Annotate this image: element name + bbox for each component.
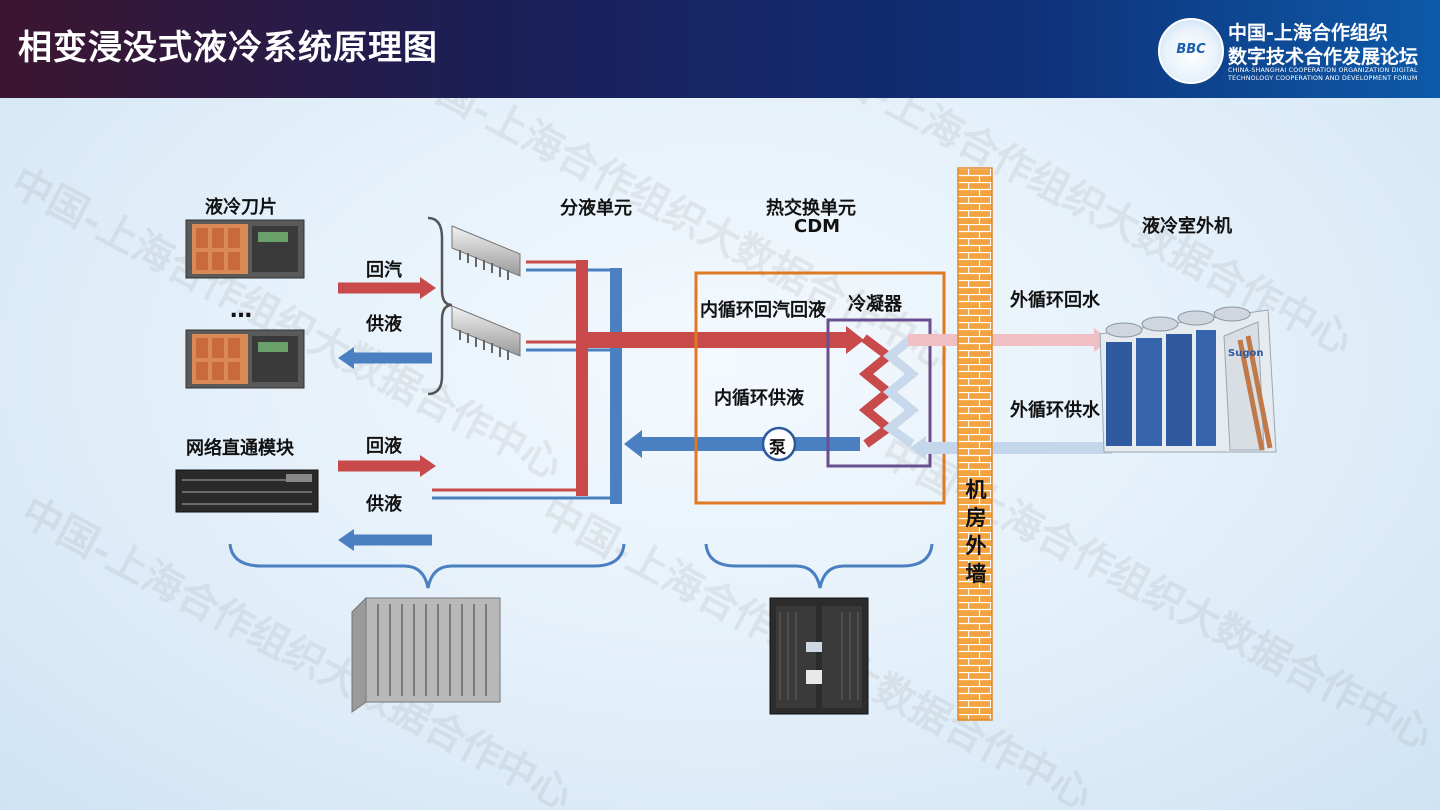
ellipsis-label: …	[230, 298, 252, 323]
network-module-label: 网络直通模块	[186, 438, 294, 459]
inner-supply-arrowhead	[624, 430, 642, 458]
return-vapor-label: 回汽	[366, 260, 402, 281]
inner-supply-label: 内循环供液	[714, 388, 804, 409]
bottom-brace-left	[228, 543, 626, 589]
thin-pipes	[432, 260, 616, 500]
heat-exchange-unit-label: 热交换单元	[766, 198, 856, 219]
wall-label-char: 外	[965, 534, 987, 558]
wall-label-char: 房	[965, 506, 987, 530]
return-liquid-label: 回液	[366, 436, 402, 457]
distribution-unit-label: 分液单元	[560, 198, 632, 219]
red-header-pipe	[576, 260, 588, 496]
blue-header-pipe	[610, 268, 622, 504]
inner-return-arrowhead	[846, 326, 864, 354]
network-module-image	[175, 469, 319, 513]
logo-subtitle-line1: CHINA-SHANGHAI COOPERATION ORGANIZATION …	[1228, 67, 1418, 74]
outer-supply-label: 外循环供水	[1010, 400, 1100, 421]
liquid-blade-image	[185, 219, 305, 279]
return-vapor-arrowhead	[420, 277, 436, 299]
liquid-blade-image	[185, 329, 305, 389]
bottom-brace-right	[704, 543, 934, 589]
logo-subtitle-line2: TECHNOLOGY COOPERATION AND DEVELOPMENT F…	[1228, 75, 1418, 82]
header-bar: 相变浸没式液冷系统原理图 BBC 中国-上海合作组织 数字技术合作发展论坛 CH…	[0, 0, 1440, 98]
page-title: 相变浸没式液冷系统原理图	[18, 28, 438, 68]
wall-label-char: 机	[965, 478, 987, 502]
machine-room-wall	[957, 167, 993, 721]
cdm-label: CDM	[794, 216, 841, 237]
condenser-box	[826, 318, 932, 468]
cdm-box	[694, 271, 946, 505]
outdoor-unit-brand: Sugon	[1228, 348, 1263, 359]
supply-liquid-label: 供液	[366, 314, 402, 335]
manifold-brace	[427, 216, 453, 396]
blade-label: 液冷刀片	[205, 197, 277, 218]
pump-icon	[761, 426, 797, 462]
outer-return-label: 外循环回水	[1010, 290, 1100, 311]
return-liquid-arrowhead	[420, 455, 436, 477]
outer-supply-arrowhead	[910, 436, 926, 460]
forum-logo: BBC 中国-上海合作组织 数字技术合作发展论坛 CHINA-SHANGHAI …	[1156, 12, 1426, 88]
distribution-manifold-image	[451, 225, 521, 360]
condenser-label: 冷凝器	[848, 294, 902, 315]
inner-return-label: 内循环回汽回液	[700, 300, 826, 321]
condenser-cold-coil	[882, 334, 920, 448]
logo-badge-text: BBC	[1176, 42, 1206, 57]
cdm-cabinet-image	[769, 597, 869, 715]
outdoor-unit-image	[1099, 306, 1277, 453]
logo-title-line2: 数字技术合作发展论坛	[1228, 46, 1419, 68]
wall-label-char: 墙	[965, 562, 987, 586]
logo-title-line1: 中国-上海合作组织	[1228, 22, 1388, 44]
supply-liquid-arrowhead-2	[338, 529, 354, 551]
supply-liquid-label-2: 供液	[366, 494, 402, 515]
server-rack-image	[351, 596, 501, 713]
pump-label: 泵	[769, 438, 786, 458]
outdoor-unit-label: 液冷室外机	[1142, 216, 1232, 237]
supply-liquid-arrowhead	[338, 347, 354, 369]
forum-logo-icon: BBC	[1158, 18, 1224, 84]
